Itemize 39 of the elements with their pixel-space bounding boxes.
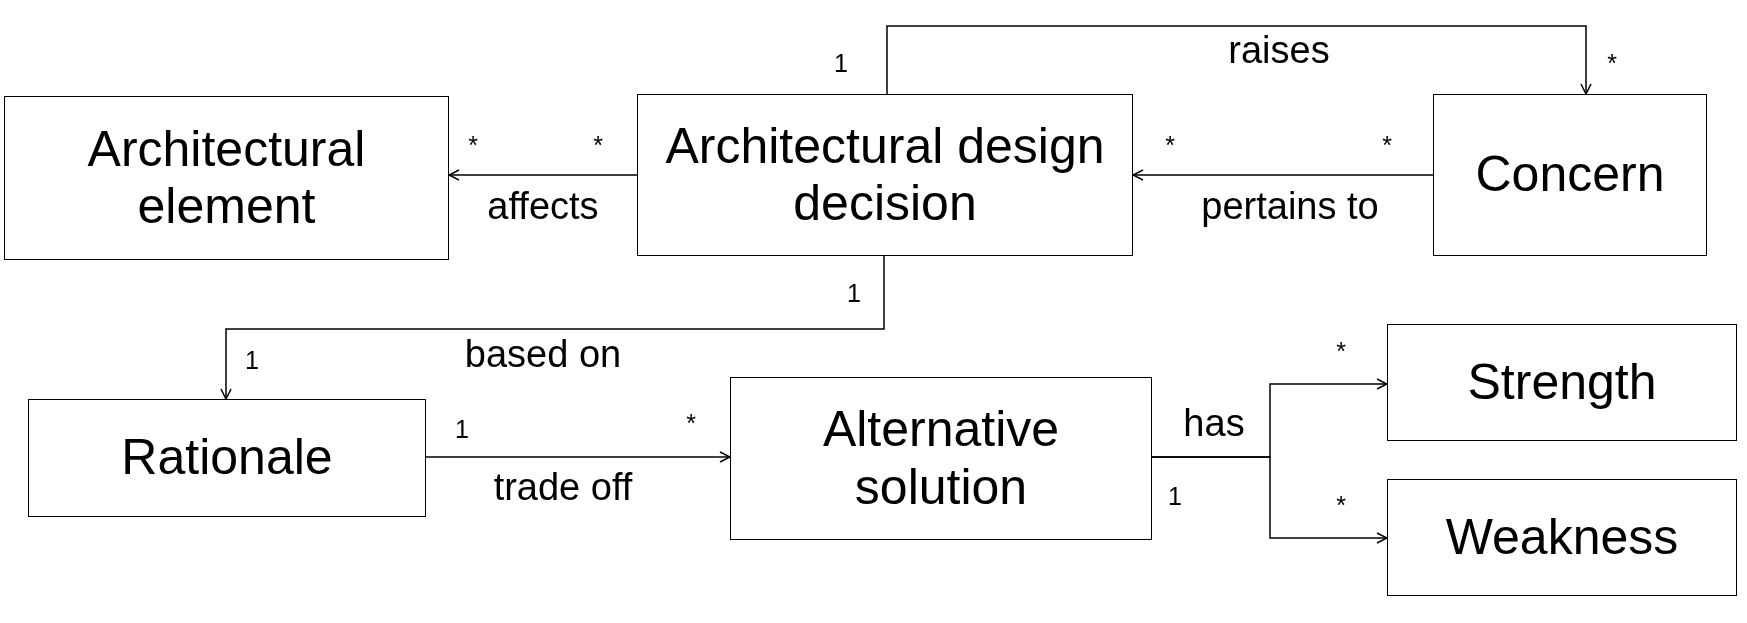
class-box [1387,324,1737,441]
multiplicity-label: * [1336,490,1346,520]
association-arrow [1132,169,1434,181]
multiplicity-label: * [1382,130,1392,160]
class-box [730,377,1152,540]
edge-label: trade off [493,465,633,509]
multiplicity-label: * [1607,48,1617,78]
class-box [1433,94,1707,256]
multiplicity-label: * [468,130,478,160]
multiplicity-label: 1 [245,345,259,375]
association-arrow [425,451,731,463]
edge-label: affects [487,184,599,228]
class-name: Strength [1467,353,1657,412]
association-arrow [1151,456,1388,544]
multiplicity-label: 1 [1168,481,1182,511]
association-arrow [220,255,885,400]
class-box [4,96,449,260]
class-name: Alternative solution [821,401,1061,516]
class-box [28,399,426,517]
class-box [637,94,1133,256]
class-name: Concern [1475,146,1665,204]
class-box [1387,479,1737,596]
class-name: Weakness [1445,508,1679,567]
association-arrow [448,169,638,181]
multiplicity-label: 1 [455,414,469,444]
edge-label: based on [464,332,622,376]
edge-label: has [1183,401,1245,445]
multiplicity-label: * [1336,336,1346,366]
multiplicity-label: * [686,408,696,438]
multiplicity-label: 1 [847,278,861,308]
edge-label: pertains to [1201,184,1379,228]
association-arrow [886,25,1592,95]
multiplicity-label: * [1165,130,1175,160]
multiplicity-label: * [593,130,603,160]
class-name: Rationale [121,429,333,487]
multiplicity-label: 1 [834,48,848,78]
class-name: Architectural element [86,120,367,236]
class-name: Architectural design decision [664,117,1106,233]
edge-label: raises [1228,28,1330,72]
